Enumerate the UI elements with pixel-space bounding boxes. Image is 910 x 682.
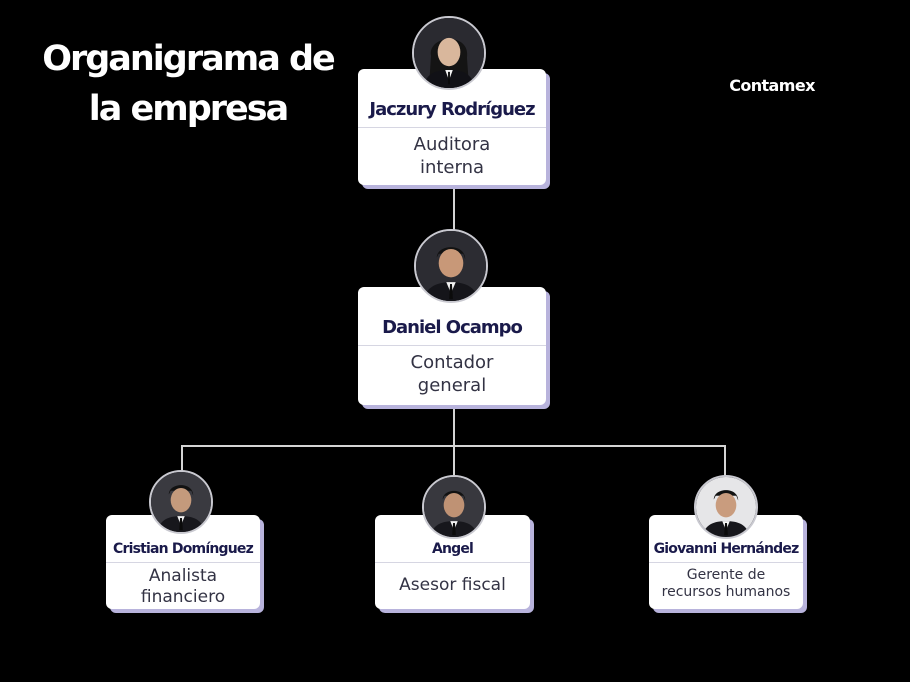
person-photo-icon xyxy=(416,231,486,301)
page-title: Organigrama de la empresa xyxy=(42,39,336,129)
card-divider xyxy=(649,562,803,563)
node-role: Contador general xyxy=(410,352,494,396)
node-role: Auditora interna xyxy=(413,134,491,178)
node-role: Analista financiero xyxy=(140,566,226,607)
person-photo-icon xyxy=(414,18,484,88)
node-name: Jaczury Rodríguez xyxy=(369,99,535,120)
connector-to-gerente xyxy=(724,445,726,477)
brand-name: Contamex xyxy=(729,76,815,95)
node-name: Angel xyxy=(431,541,474,557)
connector-to-analista xyxy=(181,445,183,473)
node-card-contador: Daniel Ocampo Contador general xyxy=(358,287,546,405)
node-role: Gerente de recursos humanos xyxy=(661,567,791,600)
person-photo-icon xyxy=(696,477,756,537)
node-name: Daniel Ocampo xyxy=(382,317,523,338)
avatar-angel xyxy=(422,475,486,539)
card-divider xyxy=(358,345,546,346)
connector-auditor-contador xyxy=(453,188,455,232)
avatar-daniel xyxy=(414,229,488,303)
avatar-jaczury xyxy=(412,16,486,90)
card-divider xyxy=(358,127,546,128)
avatar-giovanni xyxy=(694,475,758,539)
person-photo-icon xyxy=(151,472,211,532)
avatar-cristian xyxy=(149,470,213,534)
connector-contador-down xyxy=(453,407,455,475)
node-name: Cristian Domínguez xyxy=(113,541,254,557)
node-name: Giovanni Hernández xyxy=(653,541,800,557)
node-role: Asesor fiscal xyxy=(399,575,506,595)
person-photo-icon xyxy=(424,477,484,537)
card-divider xyxy=(106,562,260,563)
connector-horizontal xyxy=(181,445,726,447)
card-divider xyxy=(375,562,530,563)
